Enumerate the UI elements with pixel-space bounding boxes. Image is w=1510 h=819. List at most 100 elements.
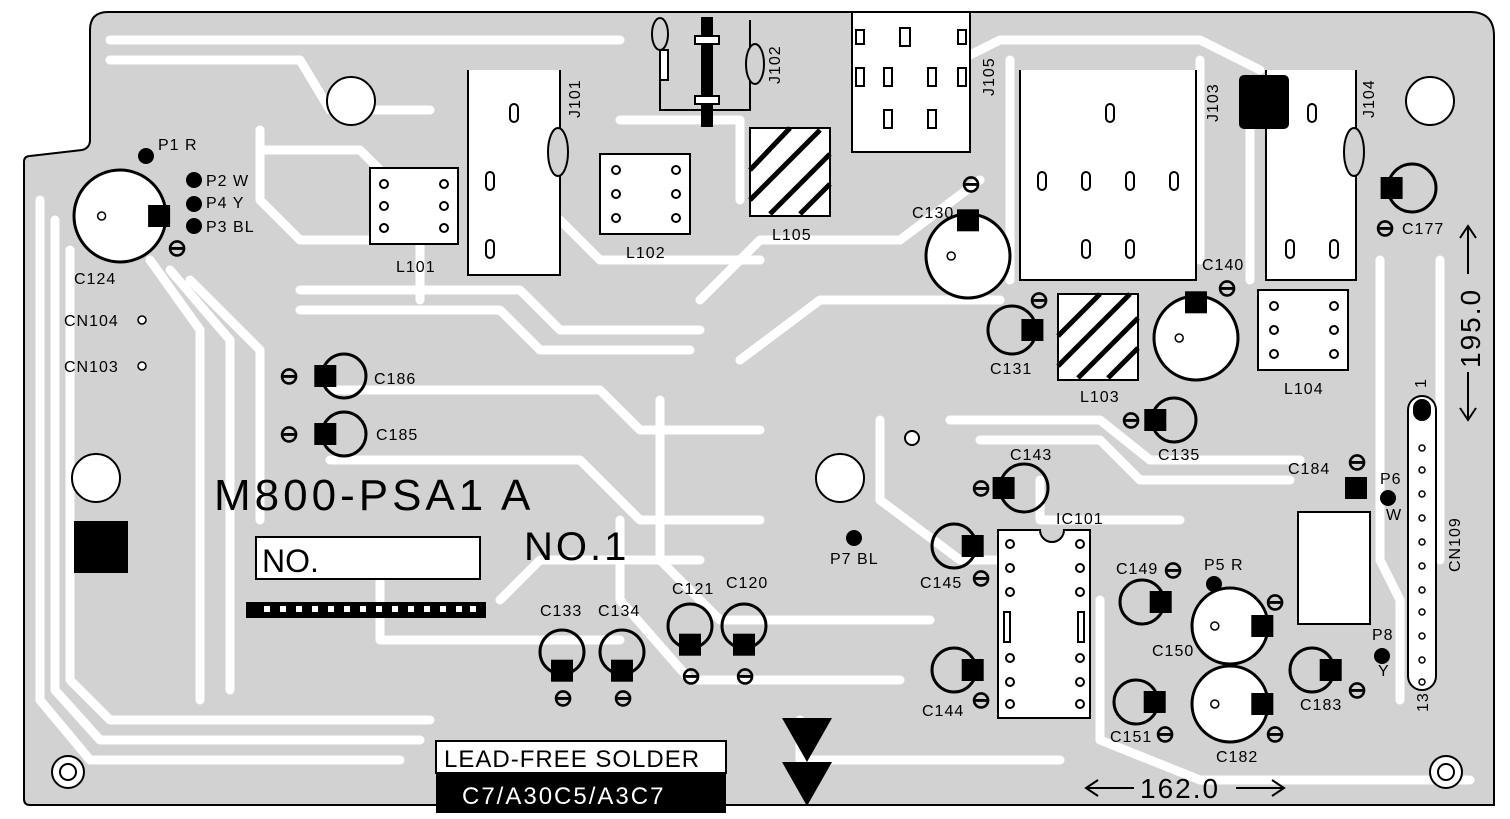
ic-ic101 <box>997 529 1091 719</box>
polarity-icon: ⊖ <box>1155 721 1175 748</box>
test-point-p1: P1 R <box>138 137 197 164</box>
capacitor-pad <box>551 659 573 682</box>
label-l104: L104 <box>1284 381 1324 398</box>
capacitor-c140: ⊖C140 <box>1152 257 1244 382</box>
capacitor-pad <box>148 205 171 227</box>
polarity-icon: ⊖ <box>167 235 187 262</box>
polarity-icon: ⊖ <box>971 687 991 714</box>
capacitor-c143: ⊖ C143 <box>971 447 1052 514</box>
capacitor-pad <box>1185 291 1207 314</box>
label-j102: J102 <box>767 45 784 84</box>
capacitor-c145: ⊖C145 <box>920 522 991 592</box>
test-point-label: P4 Y <box>206 195 244 212</box>
capacitor-label: C143 <box>1010 447 1052 464</box>
test-point-label: P7 BL <box>830 551 879 568</box>
label-j104: J104 <box>1361 79 1378 118</box>
serial-pad-strip <box>246 602 486 618</box>
capacitor-label: C130 <box>912 205 954 222</box>
polarity-icon: ⊖ <box>613 685 633 712</box>
solder-pad-square <box>74 521 128 573</box>
test-point-dot <box>186 196 202 212</box>
capacitor-label: C149 <box>1116 561 1158 578</box>
capacitor-pad <box>679 633 701 656</box>
polarity-icon: ⊖ <box>1265 721 1285 748</box>
dimension-height: 195.0 <box>1455 288 1486 368</box>
label-l103: L103 <box>1080 389 1120 406</box>
polarity-icon: ⊖ <box>1121 407 1141 434</box>
lead-free-code-box <box>436 773 726 813</box>
capacitor-c183: ⊖C183 <box>1288 646 1367 714</box>
capacitor-label: C140 <box>1202 257 1244 274</box>
connector-cn109 <box>1407 395 1437 691</box>
capacitor-c177: ⊖ C177 <box>1375 162 1444 242</box>
connector-pads-cn103-cn104 <box>137 315 147 371</box>
lead-free-box <box>435 740 727 774</box>
capacitor-label: C133 <box>540 603 582 620</box>
lead-free-code: C7/A30C5/A3C7 <box>462 783 665 810</box>
capacitor-label: C151 <box>1110 729 1152 746</box>
test-point-p5: P5 R <box>1204 557 1243 592</box>
polarity-icon: ⊖ <box>1217 275 1237 302</box>
capacitor-c121: ⊖C121 <box>666 581 714 690</box>
no-box-label: NO. <box>262 543 319 579</box>
capacitor-c124: ⊖C124 <box>72 168 187 288</box>
mounting-holes <box>51 76 1463 789</box>
label-cn109-pin-last: 13 <box>1415 692 1432 712</box>
test-point-label: P8 <box>1372 627 1394 644</box>
capacitor-pad <box>314 423 337 445</box>
component-outline-c184 <box>1297 511 1371 625</box>
label-cn103: CN103 <box>64 359 119 376</box>
jack-j105 <box>851 11 971 153</box>
test-point-label: P2 W <box>206 173 249 190</box>
capacitor-c150: ⊖ C150 <box>1152 586 1285 666</box>
capacitor-lead <box>1210 621 1220 631</box>
capacitor-pad <box>957 209 979 232</box>
capacitor-pad <box>961 535 984 557</box>
polarity-icon: ⊖ <box>1029 287 1049 314</box>
polarity-icon: ⊖ <box>1265 589 1285 616</box>
test-point-dot <box>1380 490 1396 506</box>
test-point-p4: P4 Y <box>186 195 244 212</box>
lead-free-title: LEAD-FREE SOLDER <box>444 746 700 773</box>
test-point-label: P6 <box>1380 471 1402 488</box>
capacitor-label: C150 <box>1152 643 1194 660</box>
capacitor-label: C183 <box>1300 697 1342 714</box>
test-point-label: P3 BL <box>206 219 255 236</box>
test-point-p6: P6W <box>1380 471 1402 524</box>
label-l105: L105 <box>772 227 812 244</box>
capacitor-label: C144 <box>922 703 964 720</box>
polarity-icon: ⊖ <box>971 475 991 502</box>
flow-direction-arrows <box>782 718 832 806</box>
label-l101: L101 <box>396 259 436 276</box>
capacitor-c131: ⊖C131 <box>986 287 1049 378</box>
label-j103: J103 <box>1205 83 1222 122</box>
test-point-dot <box>1206 576 1222 592</box>
test-point-dot <box>186 218 202 234</box>
test-point-dot <box>186 172 202 188</box>
capacitor-lead <box>1210 699 1220 709</box>
capacitor-c151: ⊖C151 <box>1110 678 1175 748</box>
number-label: NO.1 <box>524 525 629 569</box>
dimension-width: 162.0 <box>1140 773 1220 804</box>
label-j101: J101 <box>567 79 584 118</box>
polarity-icon: ⊖ <box>279 363 299 390</box>
capacitor-c134: ⊖C134 <box>598 603 646 712</box>
capacitor-c149: ⊖C149 <box>1116 557 1183 626</box>
test-point-color-code: Y <box>1378 663 1390 680</box>
capacitors-layer: ⊖C120⊖C121⊖C124⊖C130⊖C131⊖C133⊖C134⊖C135… <box>72 162 1444 766</box>
polarity-icon: ⊖ <box>1347 449 1367 476</box>
polarity-icon: ⊖ <box>735 663 755 690</box>
test-point-dot <box>846 530 862 546</box>
test-point-p3: P3 BL <box>186 218 255 236</box>
capacitor-label: C135 <box>1158 447 1200 464</box>
label-l102: L102 <box>626 245 666 262</box>
capacitor-label: C120 <box>726 575 768 592</box>
capacitor-c185: ⊖C185 <box>279 410 417 458</box>
capacitor-label: C177 <box>1402 221 1444 238</box>
coil-l102 <box>599 153 691 235</box>
capacitor-pad <box>1143 691 1166 713</box>
capacitor-pad <box>1144 409 1167 431</box>
polarity-icon: ⊖ <box>1375 215 1395 242</box>
test-point-dot <box>1374 648 1390 664</box>
